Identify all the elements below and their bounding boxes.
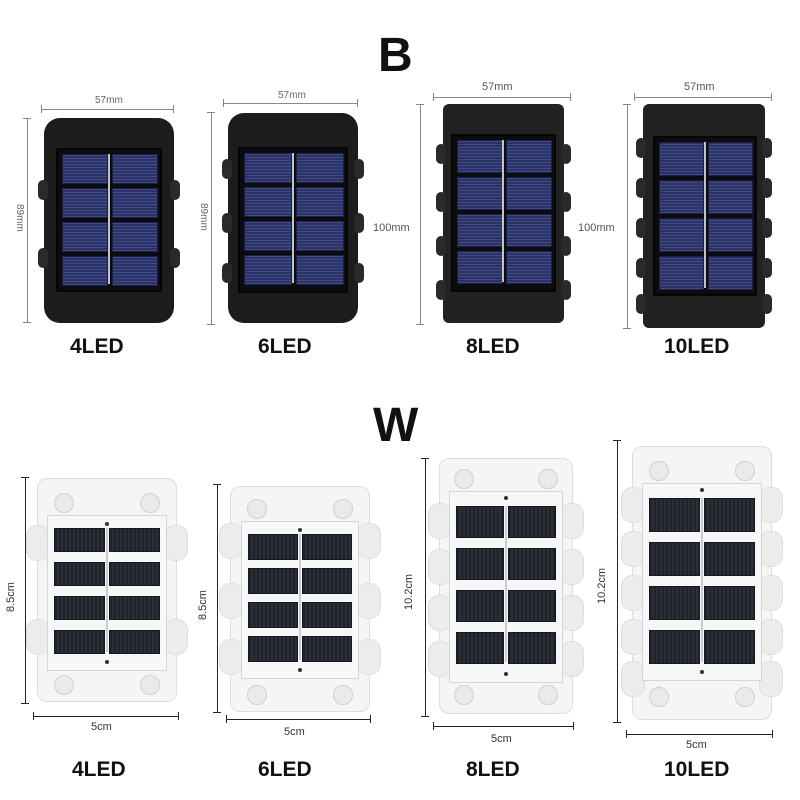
height-dimension: 8.5cm: [5, 582, 17, 612]
led-count-label: 4LED: [70, 335, 124, 358]
led-count-label: 10LED: [664, 758, 730, 781]
solar-light-body: [428, 458, 584, 714]
solar-light-body: [222, 113, 364, 323]
white-group-title: W: [373, 399, 419, 452]
solar-panel: [449, 491, 563, 683]
width-dimension: 5cm: [91, 721, 112, 733]
width-dimension: 5cm: [686, 739, 707, 751]
solar-light-body: [621, 446, 783, 720]
solar-light-body: [38, 118, 180, 323]
width-dimension: 5cm: [284, 726, 305, 738]
solar-panel: [47, 515, 167, 671]
height-dimension: 89mm: [198, 203, 209, 231]
solar-panel: [238, 147, 348, 293]
height-dimension: 10.2cm: [596, 567, 608, 604]
led-count-label: 6LED: [258, 758, 312, 781]
solar-light-body: [636, 104, 772, 328]
solar-panel: [653, 136, 757, 296]
led-count-label: 4LED: [72, 758, 126, 781]
width-dimension: 57mm: [95, 95, 123, 106]
solar-light-body: [26, 478, 188, 702]
solar-panel: [642, 483, 762, 681]
width-dimension: 5cm: [491, 733, 512, 745]
solar-panel: [241, 521, 359, 679]
width-dimension: 57mm: [482, 81, 513, 93]
black-group-title: B: [378, 29, 413, 82]
solar-light-body: [436, 104, 571, 323]
width-dimension: 57mm: [684, 81, 715, 93]
height-dimension: 8.5cm: [197, 590, 209, 620]
height-dimension: 10.2cm: [403, 573, 415, 610]
led-count-label: 6LED: [258, 335, 312, 358]
solar-light-body: [219, 486, 381, 712]
solar-panel: [451, 134, 556, 292]
height-dimension: 100mm: [373, 222, 410, 234]
solar-panel: [56, 148, 162, 292]
height-dimension: 100mm: [578, 222, 615, 234]
height-dimension: 89mm: [14, 204, 25, 232]
led-count-label: 10LED: [664, 335, 730, 358]
led-count-label: 8LED: [466, 335, 520, 358]
width-dimension: 57mm: [278, 90, 306, 101]
led-count-label: 8LED: [466, 758, 520, 781]
